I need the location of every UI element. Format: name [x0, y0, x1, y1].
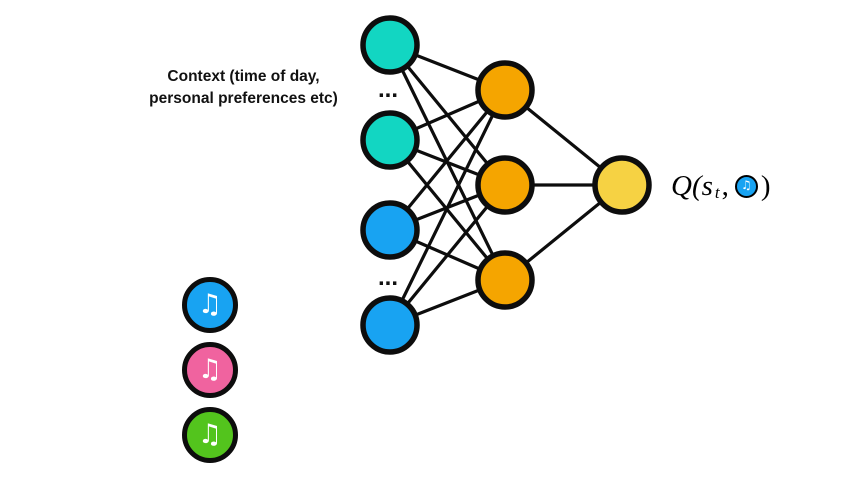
input-node — [360, 110, 420, 170]
q-music-icon: ♫ — [734, 174, 758, 198]
edge — [388, 88, 507, 232]
input-node — [360, 295, 420, 355]
q-subscript: t — [714, 183, 720, 202]
context-label-line1: Context (time of day, — [167, 68, 320, 85]
hidden-node — [475, 60, 535, 120]
edge — [388, 88, 507, 327]
output-node — [592, 155, 652, 215]
input-node — [360, 15, 420, 75]
edge — [388, 183, 507, 327]
hidden-node — [475, 155, 535, 215]
q-comma: , — [721, 169, 729, 202]
q-close-paren: ) — [760, 169, 771, 202]
q-prefix: Q(s — [671, 169, 713, 202]
ellipsis-label: ... — [378, 76, 398, 103]
context-label-line2: personal preferences etc) — [149, 90, 338, 108]
music-note-glyph: ♫ — [740, 178, 752, 192]
input-node — [360, 200, 420, 260]
ellipsis-label: ... — [378, 264, 398, 291]
context-label: Context (time of day, personal preferenc… — [116, 66, 371, 111]
hidden-node — [475, 250, 535, 310]
